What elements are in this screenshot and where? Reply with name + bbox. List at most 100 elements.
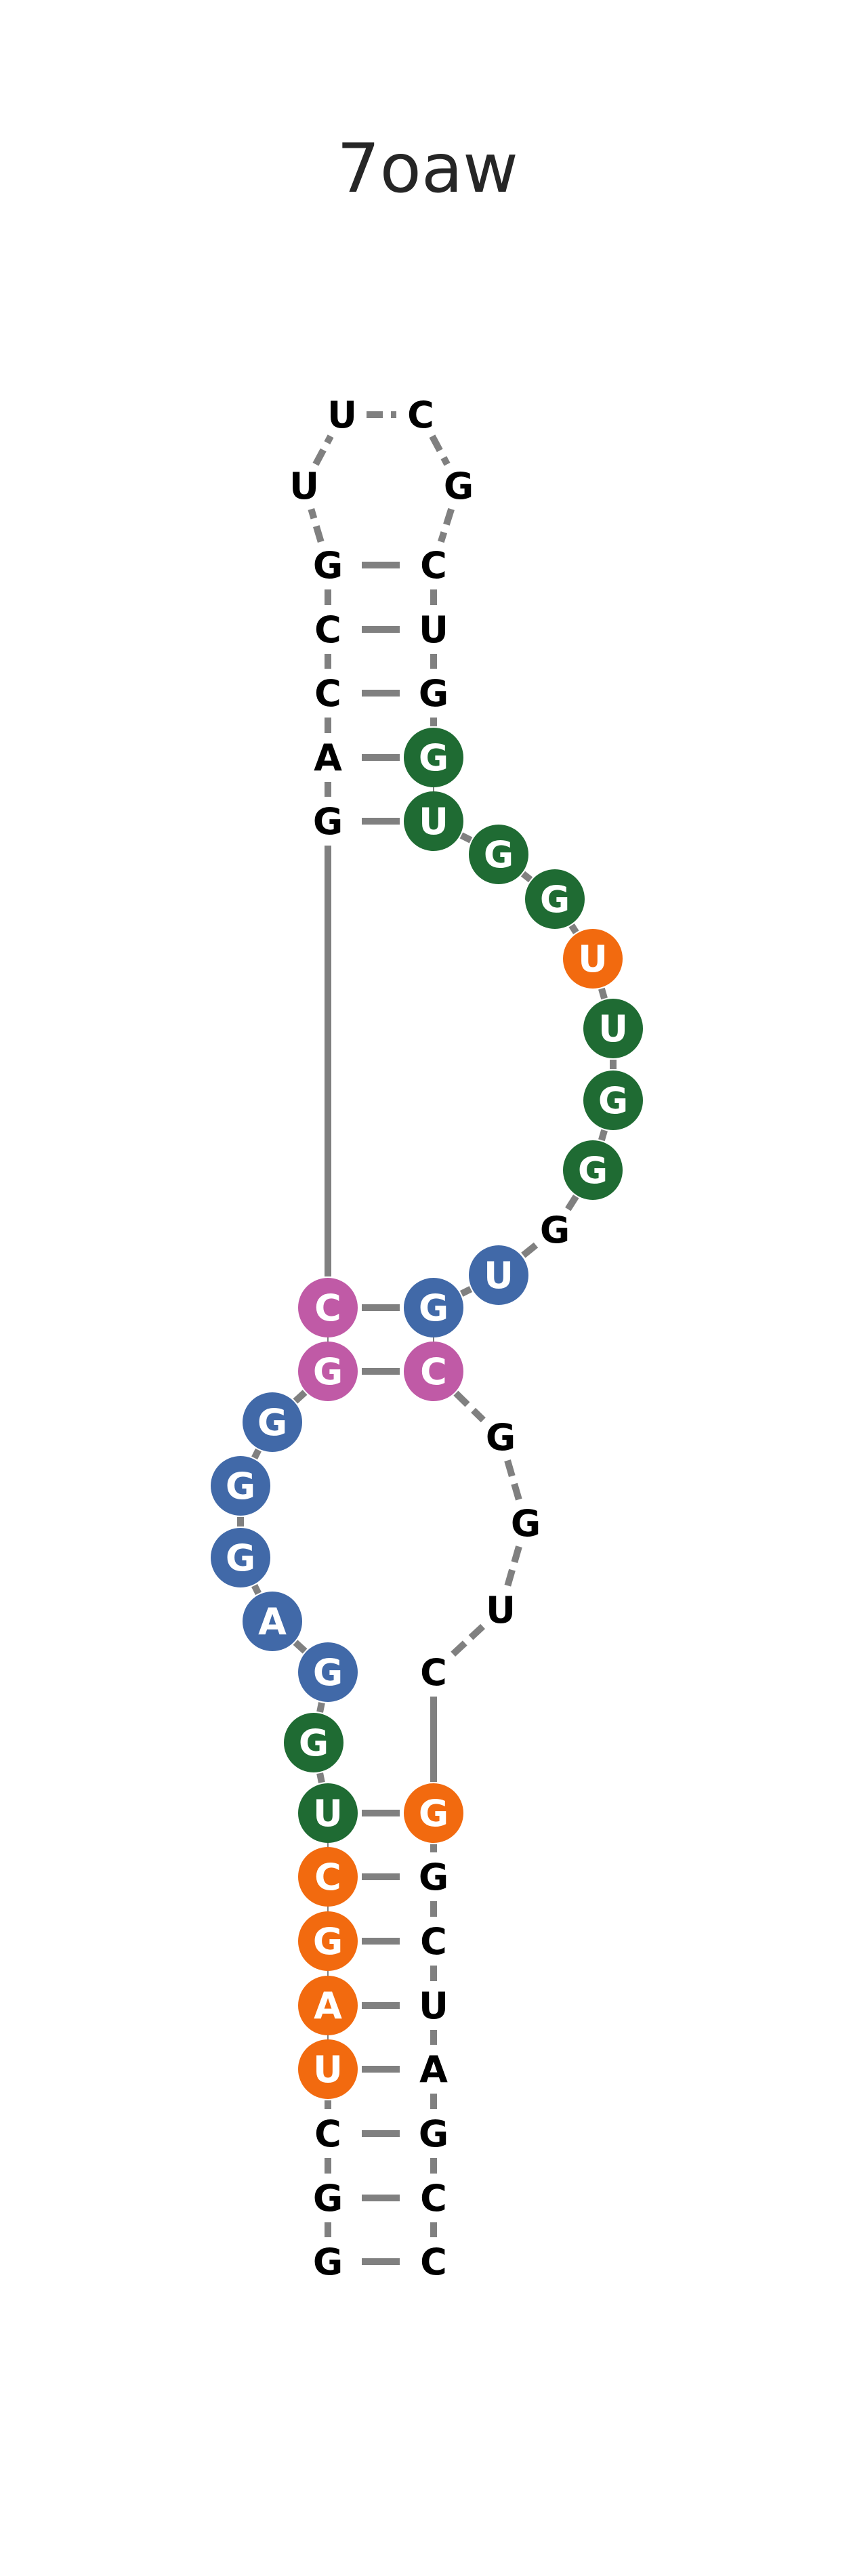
nucleotide-label: G — [598, 1079, 628, 1122]
nucleotide-30: U — [404, 791, 463, 851]
nucleotide-25: G — [444, 465, 474, 507]
nucleotide-label: G — [419, 2113, 449, 2155]
nucleotide-label: G — [419, 1856, 449, 1898]
nucleotide-circle — [298, 2039, 358, 2099]
backbone-segment — [568, 923, 579, 934]
nucleotide-circle — [243, 1392, 302, 1452]
nucleotide-label: A — [314, 736, 342, 779]
nucleotide-46: G — [419, 1856, 449, 1898]
nucleotide-45: G — [404, 1783, 463, 1843]
nucleotide-31: G — [469, 825, 528, 884]
nucleotide-label: U — [419, 608, 449, 651]
nucleotide-4: U — [298, 2039, 358, 2099]
nucleotide-circle — [404, 1783, 463, 1843]
nucleotide-47: C — [420, 1920, 447, 1963]
nucleotide-label: G — [313, 1920, 343, 1963]
nucleotide-33: U — [563, 929, 623, 989]
backbone-segment — [316, 1702, 325, 1713]
nucleotide-label: G — [257, 1401, 287, 1444]
nucleotide-circle — [469, 825, 528, 884]
backbone-segment — [459, 832, 473, 844]
backbone-segment — [308, 508, 325, 543]
nucleotide-label: G — [226, 1537, 255, 1579]
nucleotide-label: U — [486, 1589, 516, 1632]
nucleotide-21: G — [313, 544, 343, 587]
nucleotide-label: G — [313, 1651, 343, 1694]
nucleotide-13: G — [211, 1456, 270, 1516]
nucleotide-label: A — [419, 2048, 448, 2091]
backbone-segment — [453, 1390, 486, 1423]
nucleotide-2: G — [313, 2177, 343, 2220]
nucleotide-40: C — [404, 1342, 463, 1401]
nucleotide-9: G — [284, 1713, 343, 1772]
nucleotide-label: G — [299, 1722, 329, 1764]
backbone-segment — [316, 1772, 325, 1783]
nucleotide-51: C — [420, 2177, 447, 2220]
nucleotide-17: G — [313, 800, 343, 843]
nucleotide-circle — [243, 1592, 302, 1651]
backbone-segment — [438, 507, 455, 543]
backbone-segment — [565, 1194, 579, 1211]
nucleotide-41: G — [486, 1416, 516, 1459]
nucleotide-circle — [298, 1976, 358, 2035]
nucleotide-label: C — [420, 1920, 447, 1963]
nucleotide-label: U — [313, 2048, 343, 2091]
nucleotide-circle — [563, 1140, 623, 1200]
nucleotide-28: G — [419, 672, 449, 715]
nucleotide-label: U — [419, 800, 449, 843]
backbone-segment — [520, 871, 533, 883]
nucleotide-label: U — [327, 394, 357, 436]
nucleotide-22: U — [289, 465, 319, 507]
nucleotide-16: C — [298, 1278, 358, 1337]
nucleotide-circle — [298, 1783, 358, 1843]
nucleotide-label: G — [419, 672, 449, 715]
backbone-segment — [251, 1583, 262, 1596]
backbone-segment — [504, 1545, 522, 1587]
nucleotide-label: U — [419, 1985, 449, 2027]
nucleotide-23: U — [327, 394, 357, 436]
nucleotide-8: U — [298, 1783, 358, 1843]
nucleotide-label: G — [313, 544, 343, 587]
backbone-segment — [251, 1448, 262, 1460]
nucleotide-14: G — [243, 1392, 302, 1452]
backbone-segment — [312, 434, 334, 466]
nucleotide-label: C — [420, 1651, 447, 1694]
nucleotide-24: C — [407, 394, 434, 436]
nucleotide-label: G — [419, 1792, 449, 1835]
nucleotide-circle — [404, 1342, 463, 1401]
nucleotide-label: C — [314, 1287, 341, 1329]
nucleotide-label: C — [420, 544, 447, 587]
nucleotide-5: A — [298, 1976, 358, 2035]
nucleotide-label: C — [314, 2113, 341, 2155]
backbone-segment — [429, 434, 451, 466]
nucleotide-label: A — [258, 1600, 287, 1643]
nucleotide-18: A — [314, 736, 342, 779]
nucleotide-label: C — [314, 608, 341, 651]
nucleotide-29: G — [404, 728, 463, 787]
nucleotide-label: G — [511, 1502, 541, 1545]
nucleotide-label: C — [420, 2241, 447, 2283]
backbone-segment — [293, 1390, 308, 1404]
nucleotide-35: G — [583, 1071, 643, 1130]
nucleotide-circle — [469, 1245, 528, 1305]
nucleotide-circle — [583, 999, 643, 1058]
nucleotide-label: G — [540, 878, 570, 921]
nucleotide-circle — [298, 1911, 358, 1971]
nucleotide-37: G — [540, 1209, 570, 1251]
nucleotide-label: G — [313, 2241, 343, 2283]
nucleotide-label: G — [540, 1209, 570, 1251]
nucleotide-circle — [211, 1456, 270, 1516]
nucleotide-7: C — [298, 1847, 358, 1907]
nucleotide-circle — [525, 869, 585, 929]
nucleotide-label: G — [578, 1149, 608, 1192]
nucleotide-label: C — [314, 672, 341, 715]
nucleotide-52: C — [420, 2241, 447, 2283]
nucleotide-label: U — [484, 1254, 514, 1297]
nucleotide-26: C — [420, 544, 447, 587]
nucleotide-circle — [298, 1847, 358, 1907]
nucleotide-circle — [284, 1713, 343, 1772]
nucleotide-label: G — [484, 833, 514, 876]
nucleotide-20: C — [314, 608, 341, 651]
